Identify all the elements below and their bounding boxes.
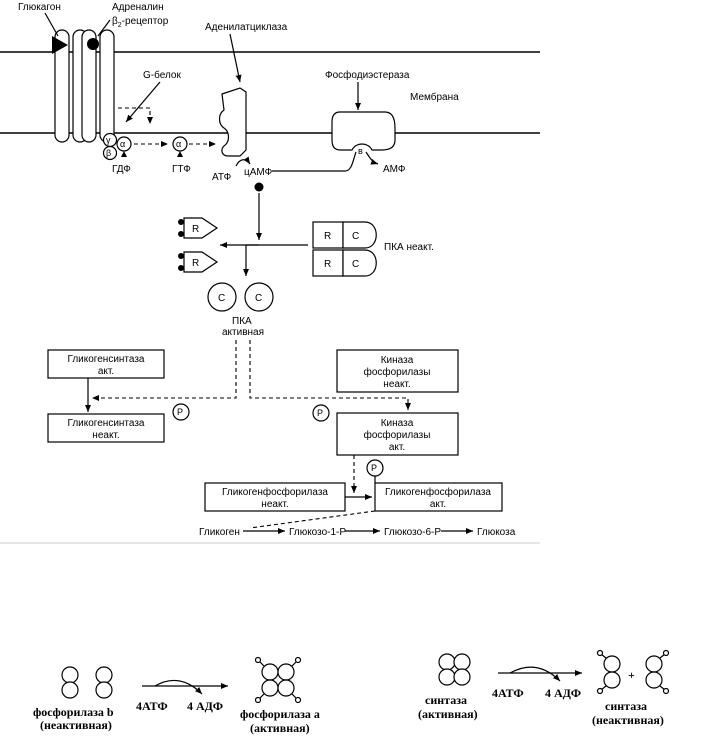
svg-text:Гликогенфосфорилаза: Гликогенфосфорилаза	[222, 486, 328, 498]
svg-text:Гликогенсинтаза: Гликогенсинтаза	[67, 418, 144, 429]
svg-text:акт.: акт.	[430, 499, 446, 510]
synthase-inactive-label-2: (неактивная)	[592, 713, 664, 727]
svg-text:Киназа: Киназа	[381, 418, 414, 429]
glycogen-synthase-active-box	[47, 349, 165, 379]
svg-text:P: P	[317, 408, 323, 418]
svg-text:C: C	[352, 259, 359, 270]
svg-text:Гликогенфосфорилаза: Гликогенфосфорилаза	[385, 486, 491, 498]
svg-text:акт.: акт.	[389, 442, 405, 453]
svg-text:α: α	[176, 139, 181, 149]
svg-text:фосфорилазы: фосфорилазы	[364, 366, 431, 378]
synthase-active-icon	[438, 653, 471, 686]
svg-text:γ: γ	[106, 135, 111, 145]
camp-label: цАМФ	[244, 167, 273, 178]
atp-label: АТФ	[212, 172, 232, 183]
adrenalin-label: Адреналин	[112, 2, 164, 13]
phosphate-gs	[172, 403, 190, 421]
svg-text:β: β	[106, 148, 111, 158]
synthase-inactive-icon-2	[645, 649, 670, 695]
phosphodiesterase-shape	[331, 111, 396, 151]
phosphate-kinase	[312, 404, 330, 422]
svg-text:R: R	[324, 259, 331, 270]
svg-text:неакт.: неакт.	[92, 430, 119, 441]
glucagon-label: Глюкагон	[18, 2, 61, 13]
svg-text:Киназа: Киназа	[381, 355, 414, 366]
svg-text:акт.: акт.	[98, 366, 114, 377]
g-beta-subunit	[102, 145, 118, 161]
phosphorylase-a-icon	[254, 656, 302, 704]
phosphorylase-kinase-inactive-box	[336, 349, 459, 393]
svg-text:P: P	[371, 463, 377, 473]
phos-b-label-1: фосфорилаза b	[33, 705, 114, 719]
membrane-label: Мембрана	[410, 91, 459, 103]
synth-adp-label: 4 АДФ	[545, 686, 581, 700]
svg-text:R: R	[192, 258, 199, 269]
synthase-active-label-1: синтаза	[425, 693, 467, 707]
c-subunit-1	[207, 282, 237, 312]
plus-sign: +	[628, 668, 635, 682]
svg-text:R: R	[324, 231, 331, 242]
svg-text:C: C	[255, 293, 262, 304]
pka-active-label-2: активная	[222, 327, 264, 338]
c-subunit-2	[244, 282, 274, 312]
svg-text:P: P	[177, 407, 183, 417]
gdp-label: ГДФ	[112, 164, 131, 175]
synth-atp-label: 4АТФ	[492, 686, 524, 700]
pathway-glycogen: Гликоген	[199, 527, 240, 538]
phos-b-label-2: (неактивная)	[40, 718, 112, 732]
svg-text:α: α	[120, 139, 125, 149]
pathway-glucose-1-p: Глюкозо-1-Р	[289, 527, 346, 538]
phos-a-label-1: фосфорилаза а	[240, 707, 320, 721]
adrenalin-ligand-dot	[87, 38, 99, 50]
synthase-active-label-2: (активная)	[418, 707, 478, 721]
pka-inactive-complex	[312, 221, 377, 277]
synthase-inactive-label-1: синтаза	[605, 699, 647, 713]
glucagon-ligand-triangle	[52, 36, 68, 54]
glycogen-phosphorylase-inactive-box	[204, 482, 346, 512]
glycogen-synthase-inactive-box	[47, 413, 165, 443]
amp-label: АМФ	[383, 164, 406, 175]
svg-text:C: C	[352, 231, 359, 242]
phos-a-label-2: (активная)	[250, 721, 310, 735]
r-subunit-2	[178, 251, 219, 273]
adenylate-cyclase-shape	[218, 87, 247, 157]
r-subunit-1	[178, 217, 219, 239]
svg-text:неакт.: неакт.	[383, 379, 410, 390]
svg-text:фосфорилазы: фосфорилазы	[364, 429, 431, 441]
gtp-label: ГТФ	[172, 164, 191, 175]
phos-adp-label: 4 АДФ	[187, 699, 223, 713]
g-protein-label: G-белок	[143, 69, 181, 81]
phosphorylase-kinase-active-box	[336, 412, 459, 456]
svg-text:Гликогенсинтаза: Гликогенсинтаза	[67, 354, 144, 365]
svg-text:R: R	[192, 224, 199, 235]
pde-b-label: в	[358, 146, 363, 156]
phos-atp-label: 4АТФ	[136, 699, 168, 713]
phosphodiesterase-label: Фосфодиэстераза	[325, 69, 410, 81]
pka-inactive-label: ПКА неакт.	[384, 242, 434, 253]
beta2-receptor	[81, 29, 115, 143]
pathway-glucose: Глюкоза	[477, 527, 516, 538]
camp-dot	[254, 182, 264, 192]
beta2-receptor-label: β2-рецептор	[112, 16, 169, 29]
adenylate-cyclase-label: Аденилатциклаза	[205, 22, 288, 33]
synthase-inactive-icon-1	[596, 649, 621, 695]
svg-text:неакт.: неакт.	[261, 499, 288, 510]
pka-active-label-1: ПКА	[232, 316, 252, 327]
pathway-glucose-6-p: Глюкозо-6-Р	[384, 527, 441, 538]
phosphorylase-b-icon	[61, 666, 113, 699]
svg-text:C: C	[218, 293, 225, 304]
glycogen-phosphorylase-active-box	[374, 482, 503, 512]
